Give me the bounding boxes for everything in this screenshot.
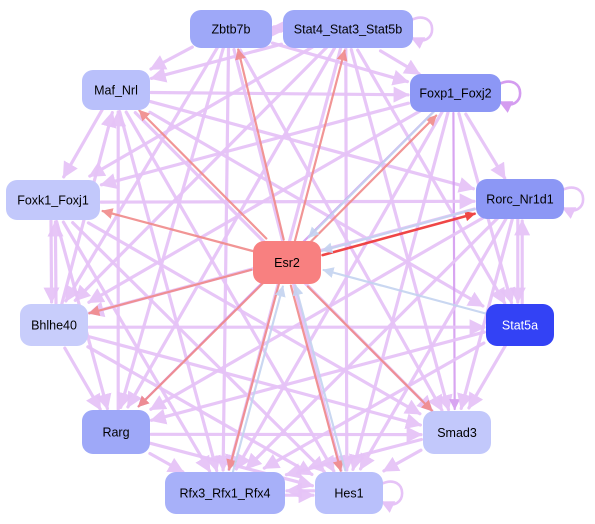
node-label-bhlhe40: Bhlhe40	[31, 319, 77, 333]
edge-bhlhe40-to-hes1	[86, 345, 314, 476]
edge-maf-to-stat5a	[148, 110, 485, 308]
node-rfx3[interactable]: Rfx3_Rfx1_Rfx4	[165, 472, 285, 514]
edge-bhlhe40-to-foxk1	[47, 220, 64, 305]
edge-esr2-to-rarg	[137, 282, 264, 408]
edge-foxp1-to-esr2	[307, 110, 436, 239]
node-label-maf: Maf_Nrl	[94, 84, 138, 98]
node-stat4[interactable]: Stat4_Stat3_Stat5b	[283, 10, 413, 48]
node-label-rorc: Rorc_Nr1d1	[486, 193, 553, 207]
edge-zbtb7b-to-smad3	[238, 48, 444, 412]
edge-foxp1-to-foxk1	[99, 101, 410, 189]
edge-rorc-to-hes1	[358, 217, 508, 471]
edge-maf-to-foxp1	[149, 86, 410, 103]
edge-esr2-to-rorc	[321, 211, 476, 257]
edge-maf-to-foxk1	[62, 108, 104, 179]
edge-foxk1-to-smad3	[86, 221, 422, 416]
node-maf[interactable]: Maf_Nrl	[82, 70, 150, 110]
self-loop-rorc	[561, 186, 585, 219]
node-box-smad3	[423, 411, 491, 454]
edge-hes1-to-esr2	[292, 284, 347, 472]
node-bhlhe40[interactable]: Bhlhe40	[20, 304, 88, 346]
edge-stat5a-to-smad3	[467, 344, 507, 410]
node-label-esr2: Esr2	[274, 256, 300, 270]
edge-zbtb7b-to-foxp1	[270, 41, 409, 86]
edges-layer	[43, 18, 531, 504]
edge-zbtb7b-to-rfx3	[215, 47, 232, 472]
node-box-stat4	[283, 10, 413, 48]
edge-maf-to-hes1	[124, 110, 336, 473]
node-zbtb7b[interactable]: Zbtb7b	[190, 10, 272, 48]
node-box-rorc	[476, 179, 564, 219]
self-loop-foxp1	[498, 80, 522, 113]
node-rorc[interactable]: Rorc_Nr1d1	[476, 179, 564, 219]
edge-stat4-to-rarg	[126, 46, 337, 409]
node-smad3[interactable]: Smad3	[423, 411, 491, 454]
node-foxp1[interactable]: Foxp1_Foxj2	[410, 74, 501, 112]
edge-bhlhe40-to-rarg	[63, 346, 102, 411]
edge-rarg-to-rfx3	[148, 451, 185, 474]
edge-stat4-to-foxp1	[378, 49, 421, 76]
node-label-stat4: Stat4_Stat3_Stat5b	[294, 23, 402, 37]
edge-stat5a-to-rfx3	[262, 341, 486, 470]
edge-esr2-to-bhlhe40	[88, 268, 253, 316]
self-loops-layer	[380, 16, 585, 513]
edge-esr2-to-zbtb7b	[235, 48, 285, 241]
edge-stat5a-to-rarg	[149, 330, 486, 425]
node-label-foxk1: Foxk1_Foxj1	[17, 194, 89, 208]
node-label-hes1: Hes1	[334, 487, 363, 501]
edge-esr2-to-smad3	[306, 285, 433, 412]
edge-foxp1-to-rorc	[464, 112, 507, 180]
node-label-rfx3: Rfx3_Rfx1_Rfx4	[179, 487, 270, 501]
node-esr2[interactable]: Esr2	[253, 241, 321, 284]
node-box-hes1	[315, 472, 383, 514]
edge-smad3-to-hes1	[382, 448, 423, 473]
edge-esr2-to-maf	[138, 109, 268, 240]
edge-stat5a-to-esr2	[322, 267, 487, 315]
edge-zbtb7b-to-maf	[149, 45, 194, 71]
edge-esr2-to-hes1	[289, 284, 344, 472]
node-stat5a[interactable]: Stat5a	[486, 304, 554, 346]
node-box-maf	[82, 70, 150, 110]
edge-stat4-to-maf	[149, 42, 283, 83]
node-box-zbtb7b	[190, 10, 272, 48]
node-rarg[interactable]: Rarg	[82, 410, 150, 454]
node-label-smad3: Smad3	[437, 426, 477, 440]
node-box-rfx3	[165, 472, 285, 514]
self-loop-hes1	[380, 480, 404, 513]
edge-foxp1-to-bhlhe40	[87, 109, 422, 304]
node-label-stat5a: Stat5a	[502, 319, 538, 333]
node-box-foxk1	[6, 180, 100, 220]
node-label-foxp1: Foxp1_Foxj2	[419, 87, 491, 101]
node-label-zbtb7b: Zbtb7b	[212, 23, 251, 37]
edge-foxk1-to-bhlhe40	[43, 219, 60, 304]
node-box-stat5a	[486, 304, 554, 346]
edge-stat4-to-foxk1	[88, 45, 314, 178]
self-loop-stat4	[410, 16, 434, 49]
edge-maf-to-rorc	[148, 99, 475, 193]
node-label-rarg: Rarg	[102, 426, 129, 440]
edge-esr2-to-foxp1	[309, 114, 438, 243]
edge-esr2-to-rfx3	[226, 283, 280, 471]
edge-foxk1-to-rfx3	[61, 220, 212, 473]
edge-esr2-to-stat4	[293, 49, 348, 242]
edge-rorc-to-esr2	[321, 208, 476, 254]
edge-rorc-to-rfx3	[244, 216, 499, 470]
node-box-esr2	[253, 241, 321, 284]
node-foxk1[interactable]: Foxk1_Foxj1	[6, 180, 100, 220]
edge-esr2-to-foxk1	[101, 208, 254, 253]
edge-rorc-to-rarg	[149, 216, 485, 411]
edge-foxp1-to-rfx3	[234, 110, 444, 471]
edge-smad3-to-rfx3	[284, 437, 423, 479]
edge-rfx3-to-esr2	[231, 285, 286, 473]
node-box-bhlhe40	[20, 304, 88, 346]
edge-foxk1-to-rorc	[99, 193, 476, 210]
node-hes1[interactable]: Hes1	[315, 472, 383, 514]
node-box-rarg	[82, 410, 150, 454]
node-box-foxp1	[410, 74, 501, 112]
